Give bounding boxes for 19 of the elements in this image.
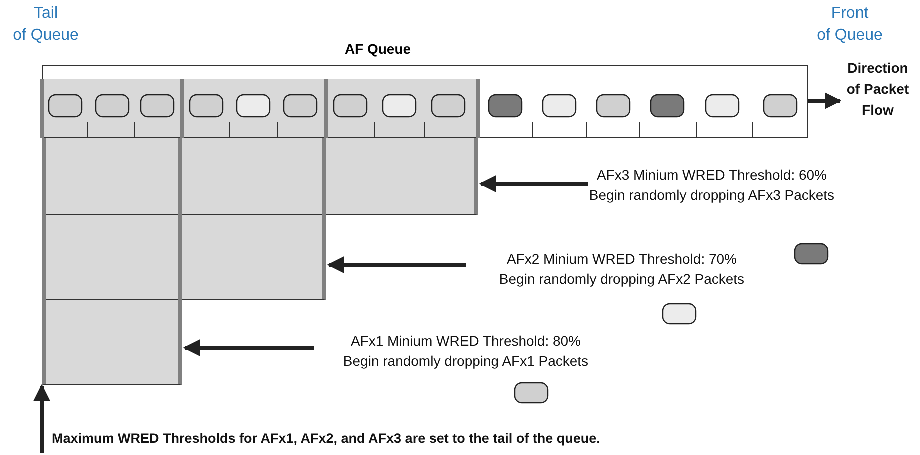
arrow [327,256,466,274]
threshold-text: AFx1 Minium WRED Threshold: 80% [350,332,582,351]
threshold-text: Begin randomly dropping AFx3 Packets [588,186,836,205]
queue-title: AF Queue [344,41,412,57]
flow-direction-text: Direction of Packet Flow [846,59,910,120]
arrow [183,340,314,356]
threshold-text: AFx3 Minium WRED Threshold: 60% [596,166,828,185]
queue-end-label: Tail of Queue [12,4,80,46]
queue-fill-column [326,138,478,215]
threshold-text: Begin randomly dropping AFx1 Packets [342,352,590,371]
arrow [34,384,50,453]
note-text: Maximum WRED Thresholds for AFx1, AFx2, and AFx3 are set to the tail of the queue. [52,430,602,448]
threshold-text: AFx2 Minium WRED Threshold: 70% [506,250,738,269]
queue-fill-column [182,138,326,300]
arrow [479,176,588,192]
threshold-text: Begin randomly dropping AFx2 Packets [498,270,746,289]
queue-fill-column [42,138,182,385]
queue-end-label: Front of Queue [816,4,884,46]
arrow [808,92,842,110]
